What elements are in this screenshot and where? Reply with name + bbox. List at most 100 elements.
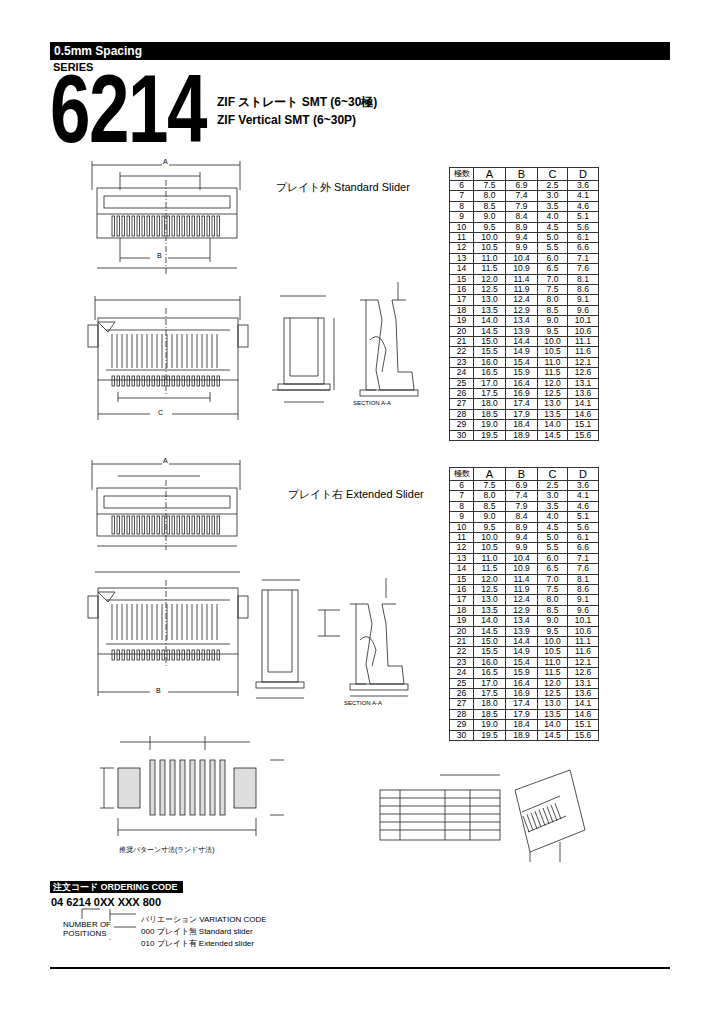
table-cell: 3.6: [568, 481, 599, 491]
table-cell: 17.9: [506, 410, 538, 420]
table-cell: 12.4: [506, 595, 538, 605]
drawing-line: [100, 808, 114, 809]
drawing-line: [147, 376, 150, 386]
table-cell: 5.0: [538, 533, 568, 543]
drawing-line: [522, 796, 560, 812]
drawing-line: [350, 696, 408, 697]
table-cell: 18.4: [506, 420, 538, 430]
drawing-line: [210, 760, 215, 815]
code-note: バリエーション VARIATION CODE: [140, 916, 268, 925]
table-cell: 17: [450, 295, 474, 305]
table-cell: 13.1: [568, 679, 599, 689]
table-cell: 14.0: [538, 720, 568, 730]
table-cell: 18.9: [506, 431, 538, 441]
table-cell: 13: [450, 554, 474, 564]
table-cell: 8.6: [568, 285, 599, 295]
drawing-line: [440, 775, 500, 776]
table-cell: 8: [450, 202, 474, 212]
drawing-line: [152, 334, 153, 368]
table-cell: 7.5: [538, 585, 568, 595]
drawing-line: [117, 334, 118, 368]
table-cell: 6.6: [568, 243, 599, 253]
table-cell: 15.4: [506, 358, 538, 368]
drawing-line: [88, 325, 98, 347]
table-cell: 15.6: [568, 431, 599, 441]
dimension-table: 極数ABCD67.56.92.53.678.07.43.04.188.57.93…: [449, 467, 599, 741]
table-cell: 10.5: [474, 243, 506, 253]
drawing-line: [380, 790, 500, 840]
drawing-line: [212, 650, 215, 660]
table-cell: 9.4: [506, 533, 538, 543]
drawing-line: [210, 392, 211, 402]
table-cell: 6.1: [568, 533, 599, 543]
drawing-line: [262, 590, 298, 682]
table-cell: 18: [450, 606, 474, 616]
table-cell: 15: [450, 575, 474, 585]
drawing-line: [217, 216, 220, 236]
table-cell: 20: [450, 627, 474, 637]
table-header: C: [538, 468, 568, 481]
table-cell: 14.0: [474, 616, 506, 626]
table-cell: 13.4: [506, 316, 538, 326]
drawing-line: [106, 370, 230, 371]
drawing-line: [167, 516, 170, 534]
drawing-line: [50, 967, 670, 969]
leader-line: [110, 914, 136, 915]
drawing-line: [240, 161, 241, 190]
drawing-line: [132, 216, 135, 236]
drawing-line: [202, 650, 205, 660]
leader-line: [82, 909, 100, 910]
table-cell: 24: [450, 368, 474, 378]
table-cell: 12.0: [538, 379, 568, 389]
table-cell: 15.6: [568, 731, 599, 741]
drawing-line: [112, 516, 115, 534]
table-cell: 13.4: [506, 616, 538, 626]
drawing-line: [147, 216, 150, 236]
table-cell: 30: [450, 431, 474, 441]
table-cell: 19: [450, 616, 474, 626]
table-cell: 13.0: [474, 595, 506, 605]
drawing-line: [112, 604, 113, 640]
table-cell: 14.1: [568, 399, 599, 409]
drawing-line: [207, 376, 210, 386]
drawing-line: [202, 334, 203, 368]
drawing-line: [122, 604, 123, 640]
table-cell: 14.4: [506, 337, 538, 347]
table-cell: 3.0: [538, 191, 568, 201]
table-cell: 9.1: [568, 295, 599, 305]
drawing-line: [207, 216, 210, 236]
drawing-line: [117, 516, 120, 534]
table-cell: 7.4: [506, 491, 538, 501]
table-cell: 22: [450, 647, 474, 657]
drawing-line: [97, 188, 237, 238]
drawing-line: [100, 768, 114, 769]
drawing-line: [132, 650, 135, 660]
drawing-line: [217, 650, 220, 660]
drawing-line: [170, 760, 175, 815]
drawing-line: [318, 610, 340, 611]
land-note: 推奨パターン寸法(ランド寸法): [118, 846, 216, 854]
drawing-line: [325, 610, 326, 636]
drawing-line: [166, 580, 167, 668]
drawing-line: [132, 604, 133, 640]
table-cell: 26: [450, 689, 474, 699]
drawing-line: [515, 770, 585, 852]
table-cell: 12.9: [506, 306, 538, 316]
drawing-line: [120, 258, 150, 259]
drawing-line: [97, 214, 237, 215]
table-cell: 14.0: [474, 316, 506, 326]
table-cell: 10.6: [568, 627, 599, 637]
drawing-line: [268, 590, 292, 672]
table-cell: 15: [450, 275, 474, 285]
table-cell: 5.1: [568, 512, 599, 522]
table-cell: 26: [450, 389, 474, 399]
drawing-line: [187, 334, 188, 368]
drawing-line: [172, 376, 175, 386]
drawing-line: [278, 384, 330, 390]
drawing-line: [187, 604, 188, 640]
drawing-line: [240, 296, 241, 320]
table-cell: 6.5: [538, 564, 568, 574]
table-cell: 11: [450, 533, 474, 543]
table-cell: 14: [450, 564, 474, 574]
drawing-line: [197, 516, 200, 534]
